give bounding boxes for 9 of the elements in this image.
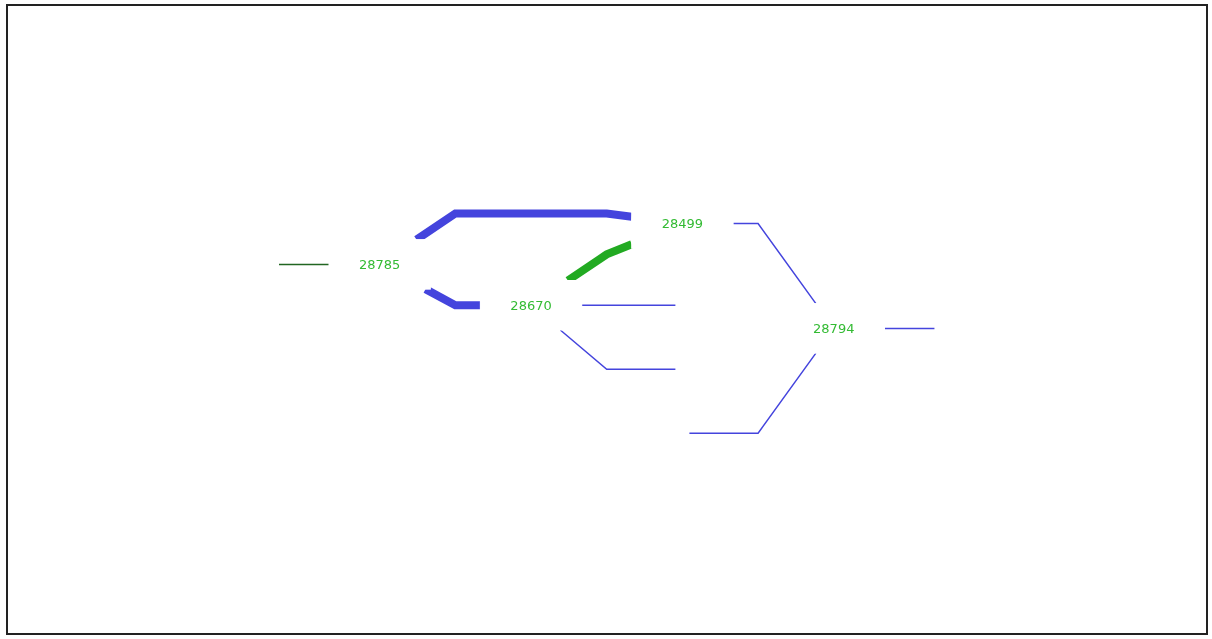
connector [581, 304, 677, 306]
connector [423, 285, 481, 310]
node-text: 28794 [813, 320, 855, 336]
connector [732, 222, 817, 305]
connector [278, 263, 331, 266]
connector [883, 327, 936, 330]
connector [559, 329, 677, 370]
node-text: 28499 [662, 215, 704, 231]
connector [688, 352, 817, 434]
